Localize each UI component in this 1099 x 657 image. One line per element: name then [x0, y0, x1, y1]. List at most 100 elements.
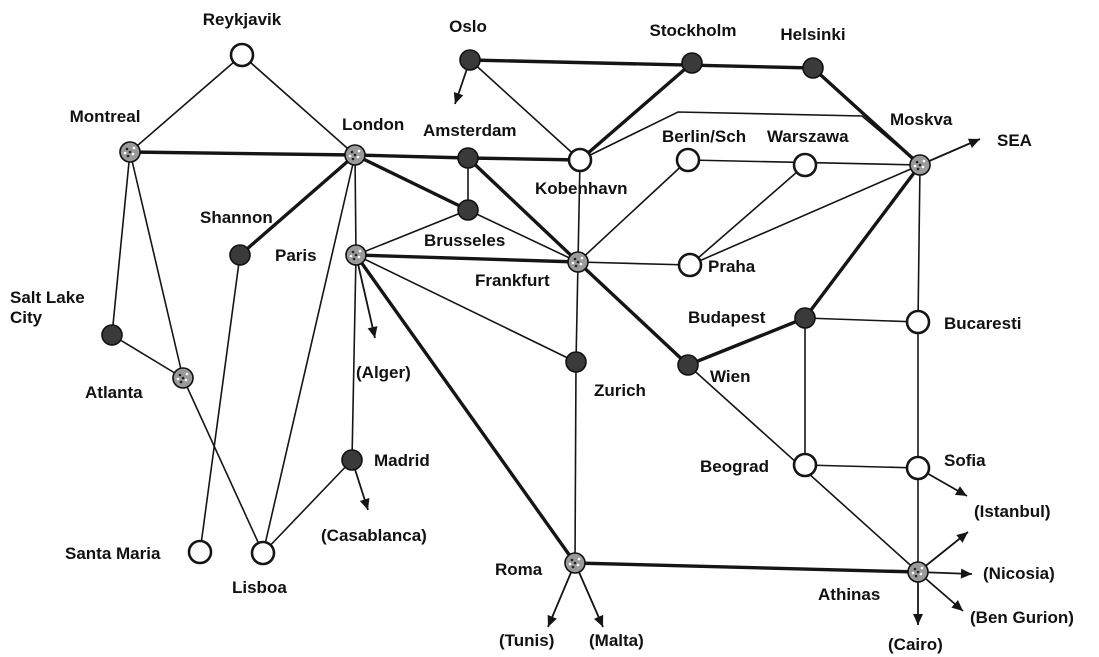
- arrowhead-icon: [594, 614, 604, 627]
- city-node-madrid: [341, 449, 363, 471]
- city-node-saltlake: [101, 324, 123, 346]
- city-node-beograd: [792, 452, 818, 478]
- speckle-texture: [358, 249, 362, 253]
- speckle-texture: [123, 151, 127, 155]
- city-label-athinas: Athinas: [818, 585, 880, 604]
- city-label-roma: Roma: [495, 560, 543, 579]
- city-label-kobenhavn: Kobenhavn: [535, 179, 628, 198]
- speckle-texture: [353, 153, 357, 157]
- city-label-london: London: [342, 115, 404, 134]
- external-route-label-8: (Nicosia): [983, 564, 1055, 583]
- edge-praha-moskva: [689, 164, 921, 266]
- speckle-texture: [357, 255, 361, 259]
- speckle-texture: [350, 150, 354, 154]
- speckle-texture: [913, 567, 917, 571]
- external-route-label-1: SEA: [997, 131, 1032, 150]
- external-route-arrow-paris-2: [355, 254, 376, 339]
- city-node-helsinki: [802, 57, 824, 79]
- edge-atlanta-lisboa: [182, 377, 264, 554]
- speckle-texture: [914, 574, 918, 578]
- city-node-oslo: [459, 49, 481, 71]
- edge-montreal-reykjavik: [129, 54, 243, 153]
- city-node-stockholm: [681, 52, 703, 74]
- city-label-brusseles: Brusseles: [424, 231, 505, 250]
- speckle-texture: [570, 558, 574, 562]
- edge-brusseles-paris: [355, 209, 469, 256]
- speckle-texture: [919, 572, 923, 576]
- speckle-texture: [348, 154, 352, 158]
- edge-london-lisboa: [262, 154, 356, 554]
- speckle-texture: [573, 257, 577, 261]
- edge-reykjavik-london: [241, 54, 356, 156]
- speckle-texture: [915, 160, 919, 164]
- speckle-texture: [576, 563, 580, 567]
- edge-amsterdam-kobenhavn: [466, 156, 582, 162]
- city-node-wien: [677, 354, 699, 376]
- speckle-texture: [571, 261, 575, 265]
- edge-paris-roma: [354, 253, 577, 565]
- edge-warszawa-praha: [689, 164, 806, 266]
- city-node-budapest: [794, 307, 816, 329]
- city-node-brusseles: [457, 199, 479, 221]
- external-route-label-5: (Malta): [589, 631, 644, 650]
- external-route-label-10: (Cairo): [888, 635, 943, 654]
- labels-layer: SEA(Alger)(Casablanca)(Tunis)(Malta)(Ist…: [10, 10, 1074, 654]
- speckle-texture: [916, 570, 920, 574]
- city-label-montreal: Montreal: [70, 107, 141, 126]
- edge-moskva-budapest: [803, 163, 922, 320]
- city-node-kobenhavn: [567, 147, 593, 173]
- arrowhead-icon: [547, 614, 557, 627]
- edge-paris-frankfurt: [354, 253, 580, 264]
- speckle-texture: [573, 561, 577, 565]
- city-node-warszawa: [792, 152, 818, 178]
- edge-frankfurt-praha: [577, 261, 691, 266]
- speckle-texture: [128, 150, 132, 154]
- external-route-arrow-roma-5: [574, 562, 604, 628]
- speckle-texture: [577, 557, 581, 561]
- edge-montreal-london: [128, 150, 357, 157]
- edge-montreal-saltlake: [111, 151, 131, 336]
- city-label-sofia: Sofia: [944, 451, 986, 470]
- edge-paris-madrid: [351, 254, 357, 461]
- speckle-texture: [576, 260, 580, 264]
- nodes-layer: [101, 42, 931, 583]
- city-node-santamaria: [187, 539, 213, 565]
- edge-moskva-bucaresti: [917, 164, 921, 323]
- speckle-texture: [132, 146, 136, 150]
- city-node-zurich: [565, 351, 587, 373]
- speckle-texture: [351, 250, 355, 254]
- speckle-texture: [181, 376, 185, 380]
- city-label-praha: Praha: [708, 257, 756, 276]
- edge-beograd-sofia: [804, 464, 919, 469]
- edge-montreal-atlanta: [129, 151, 184, 379]
- city-label-oslo: Oslo: [449, 17, 487, 36]
- city-label-bucaresti: Bucaresti: [944, 314, 1021, 333]
- speckle-texture: [125, 147, 129, 151]
- edge-london-brusseles: [353, 153, 470, 212]
- external-route-arrow-roma-4: [547, 562, 576, 628]
- city-label-atlanta: Atlanta: [85, 383, 143, 402]
- city-label-amsterdam: Amsterdam: [423, 121, 517, 140]
- edge-zurich-roma: [574, 361, 577, 564]
- speckle-texture: [571, 565, 575, 569]
- speckle-texture: [126, 154, 130, 158]
- city-node-lisboa: [250, 540, 276, 566]
- speckle-texture: [911, 571, 915, 575]
- city-label-shannon: Shannon: [200, 208, 273, 227]
- city-label-madrid: Madrid: [374, 451, 430, 470]
- external-route-label-3: (Casablanca): [321, 526, 427, 545]
- city-node-reykjavik: [229, 42, 255, 68]
- speckle-texture: [574, 264, 578, 268]
- edge-roma-athinas: [573, 561, 920, 574]
- edge-helsinki-moskva: [811, 66, 922, 167]
- arrowhead-icon: [954, 486, 967, 496]
- city-label-helsinki: Helsinki: [780, 25, 845, 44]
- city-label-berlin: Berlin/Sch: [662, 127, 746, 146]
- arrowhead-icon: [956, 532, 968, 543]
- external-route-label-2: (Alger): [356, 363, 411, 382]
- arrowhead-icon: [453, 91, 464, 104]
- external-route-label-6: (Istanbul): [974, 502, 1051, 521]
- speckle-texture: [568, 562, 572, 566]
- city-label-zurich: Zurich: [594, 381, 646, 400]
